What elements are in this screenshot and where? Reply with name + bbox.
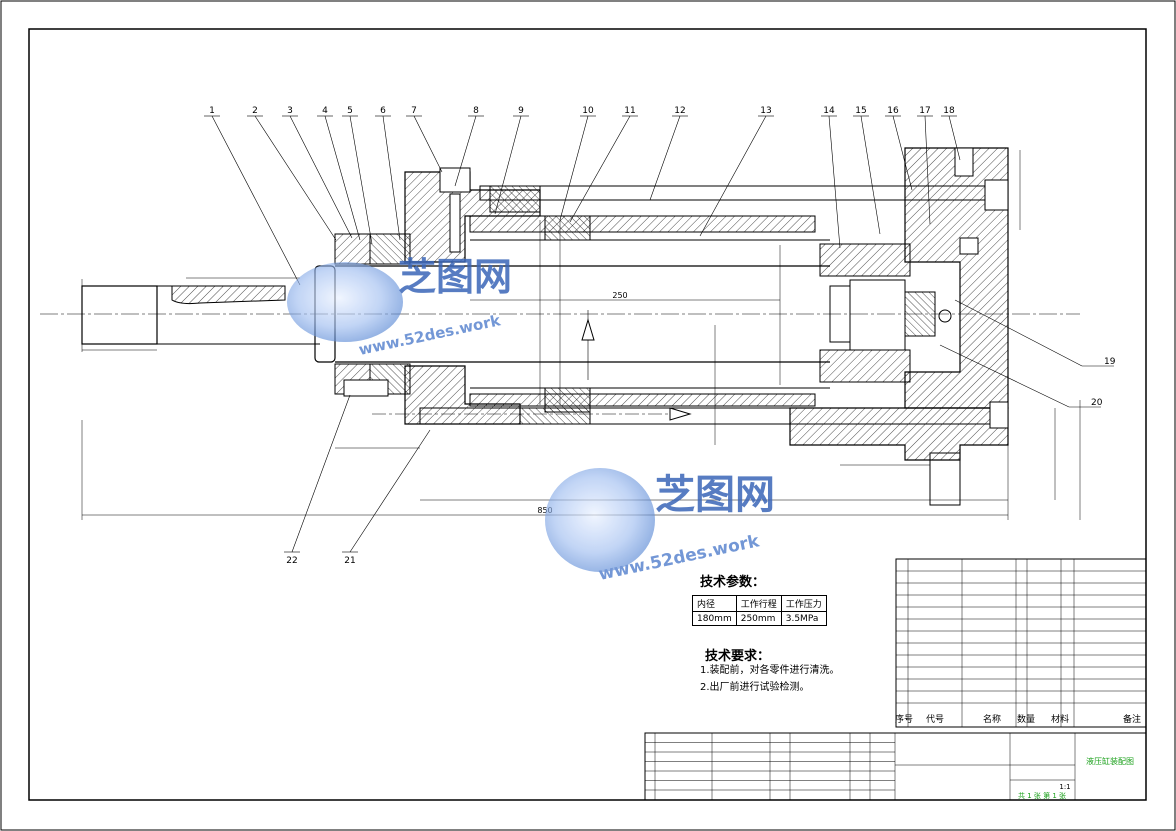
balloon-label-21: 21 [344,556,355,566]
sheet-number: 共 1 张 第 1 张 [1018,791,1066,800]
front-head [334,167,541,425]
rod-end [81,277,320,352]
bom-header-0: 序号 [895,713,913,725]
tech-params-title: 技术参数： [700,575,766,590]
balloon-label-16: 16 [887,106,899,116]
param-header-pressure: 工作压力 [780,595,827,612]
requirement-item: 1.装配前，对各零件进行清洗。 [700,665,840,676]
tech-requirements-list: 1.装配前，对各零件进行清洗。 2.出厂前进行试验检测。 [700,662,840,696]
param-header-stroke: 工作行程 [735,595,782,612]
balloon-label-3: 3 [287,106,293,116]
balloon-label-12: 12 [674,106,685,116]
rear-head [789,147,1009,506]
param-value-stroke: 250mm [735,611,782,626]
balloon-label-2: 2 [252,106,258,116]
bom-header-1: 代号 [926,714,944,725]
balloon-label-17: 17 [919,106,930,116]
balloon-label-13: 13 [760,106,771,116]
balloon-label-4: 4 [322,106,328,116]
bom-header-5: 备注 [1123,713,1141,725]
balloon-label-20: 20 [1091,398,1103,408]
inner-border [28,28,1147,801]
drawing-name: 液压缸装配图 [1086,756,1134,766]
balloon-label-22: 22 [286,556,297,566]
balloon-label-19: 19 [1104,357,1116,367]
title-block: 液压缸装配图 1:1共 1 张 第 1 张 [644,732,1147,801]
drawing-scale: 1:1 [1059,783,1070,791]
param-value-pressure: 3.5MPa [780,611,827,626]
watermark-brand-top: 芝图网 [398,255,512,299]
bom-header-3: 数量 [1017,713,1035,725]
bom-header-2: 名称 [983,713,1001,725]
cylinder-tube [469,215,830,413]
balloon-label-8: 8 [473,106,479,116]
balloon-label-18: 18 [943,106,955,116]
balloon-label-5: 5 [347,106,353,116]
bom-header-4: 材料 [1051,713,1069,725]
piston [819,243,952,383]
tech-params-table: 内径 工作行程 工作压力 180mm 250mm 3.5MPa [692,595,827,626]
stroke-dimension: 250 [612,291,627,300]
parts-list-table: 序号 代号 名称 数量 材料 备注 [895,558,1147,728]
watermark-bottom: 芝图网 www.52des.work [545,468,775,585]
balloon-label-15: 15 [855,106,866,116]
tech-requirements-title: 技术要求： [705,649,771,664]
requirement-item: 2.出厂前进行试验检测。 [700,682,810,693]
param-header-bore: 内径 [692,595,737,612]
watermark-brand-bottom: 芝图网 [655,472,775,518]
balloon-label-9: 9 [518,106,524,116]
balloon-label-7: 7 [411,106,417,116]
param-value-bore: 180mm [692,611,737,626]
dimensions: 250 850 [81,150,1081,520]
balloon-label-10: 10 [582,106,594,116]
balloon-label-11: 11 [624,106,635,116]
balloon-label-6: 6 [380,106,386,116]
watermark-top: 芝图网 www.52des.work [287,255,512,359]
balloon-label-1: 1 [209,106,215,116]
balloon-label-14: 14 [823,106,835,116]
overall-dimension: 850 [537,506,552,515]
